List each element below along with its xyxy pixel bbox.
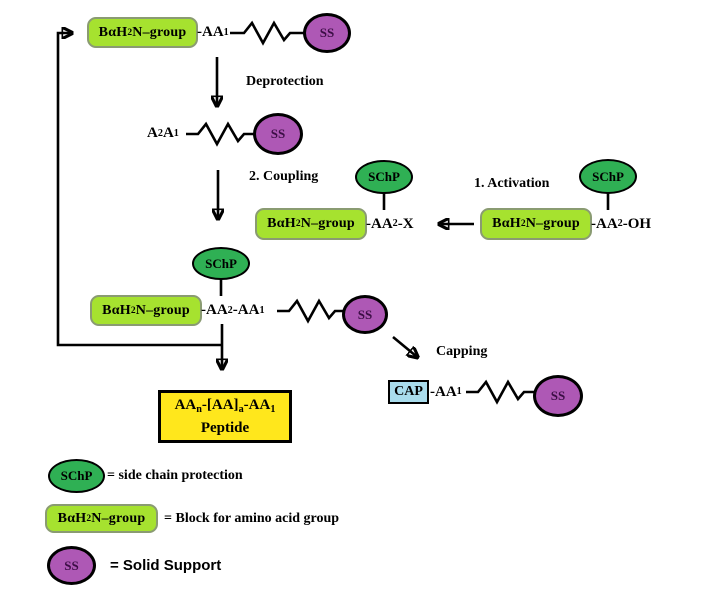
peptide-label: Peptide <box>200 419 250 436</box>
capping-arrow <box>392 335 416 356</box>
resin-linker-zigzag-capped <box>466 379 535 405</box>
resin-linker-zigzag-start <box>230 20 305 46</box>
legend-ss-ellipse: SS <box>47 546 96 585</box>
side-chain-protection-ellipse-preactivation: SChP <box>579 159 637 194</box>
legend-schp-ellipse: SChP <box>48 459 105 493</box>
legend-block-meaning: = Block for amino acid group <box>164 510 340 526</box>
recycle-loop-arrow <box>56 33 222 347</box>
solid-support-ellipse-coupled: SS <box>342 295 388 334</box>
side-chain-protection-ellipse-coupled: SChP <box>192 247 250 280</box>
resin-linker-zigzag-deprotected <box>186 121 255 147</box>
cap-box: CAP <box>388 380 429 404</box>
legend-schp-meaning: = side chain protection <box>107 468 243 483</box>
solid-support-ellipse-capped: SS <box>533 375 583 417</box>
peptide-formula: AAn-[AA]a-AA1 <box>174 397 276 415</box>
capping-label: Capping <box>436 344 488 359</box>
coupling-label: 2. Coupling <box>249 169 319 184</box>
solid-support-ellipse-start: SS <box>303 13 351 53</box>
side-chain-protection-ellipse-activated: SChP <box>355 160 413 194</box>
peptide-product-box: AAn-[AA]a-AA1 Peptide <box>158 390 292 443</box>
activation-label: 1. Activation <box>474 176 550 191</box>
legend-ss-meaning: = Solid Support <box>110 557 222 574</box>
deprotection-label: Deprotection <box>246 74 324 89</box>
solid-support-ellipse-deprotected: SS <box>253 113 303 155</box>
resin-linker-zigzag-coupled <box>277 298 344 324</box>
